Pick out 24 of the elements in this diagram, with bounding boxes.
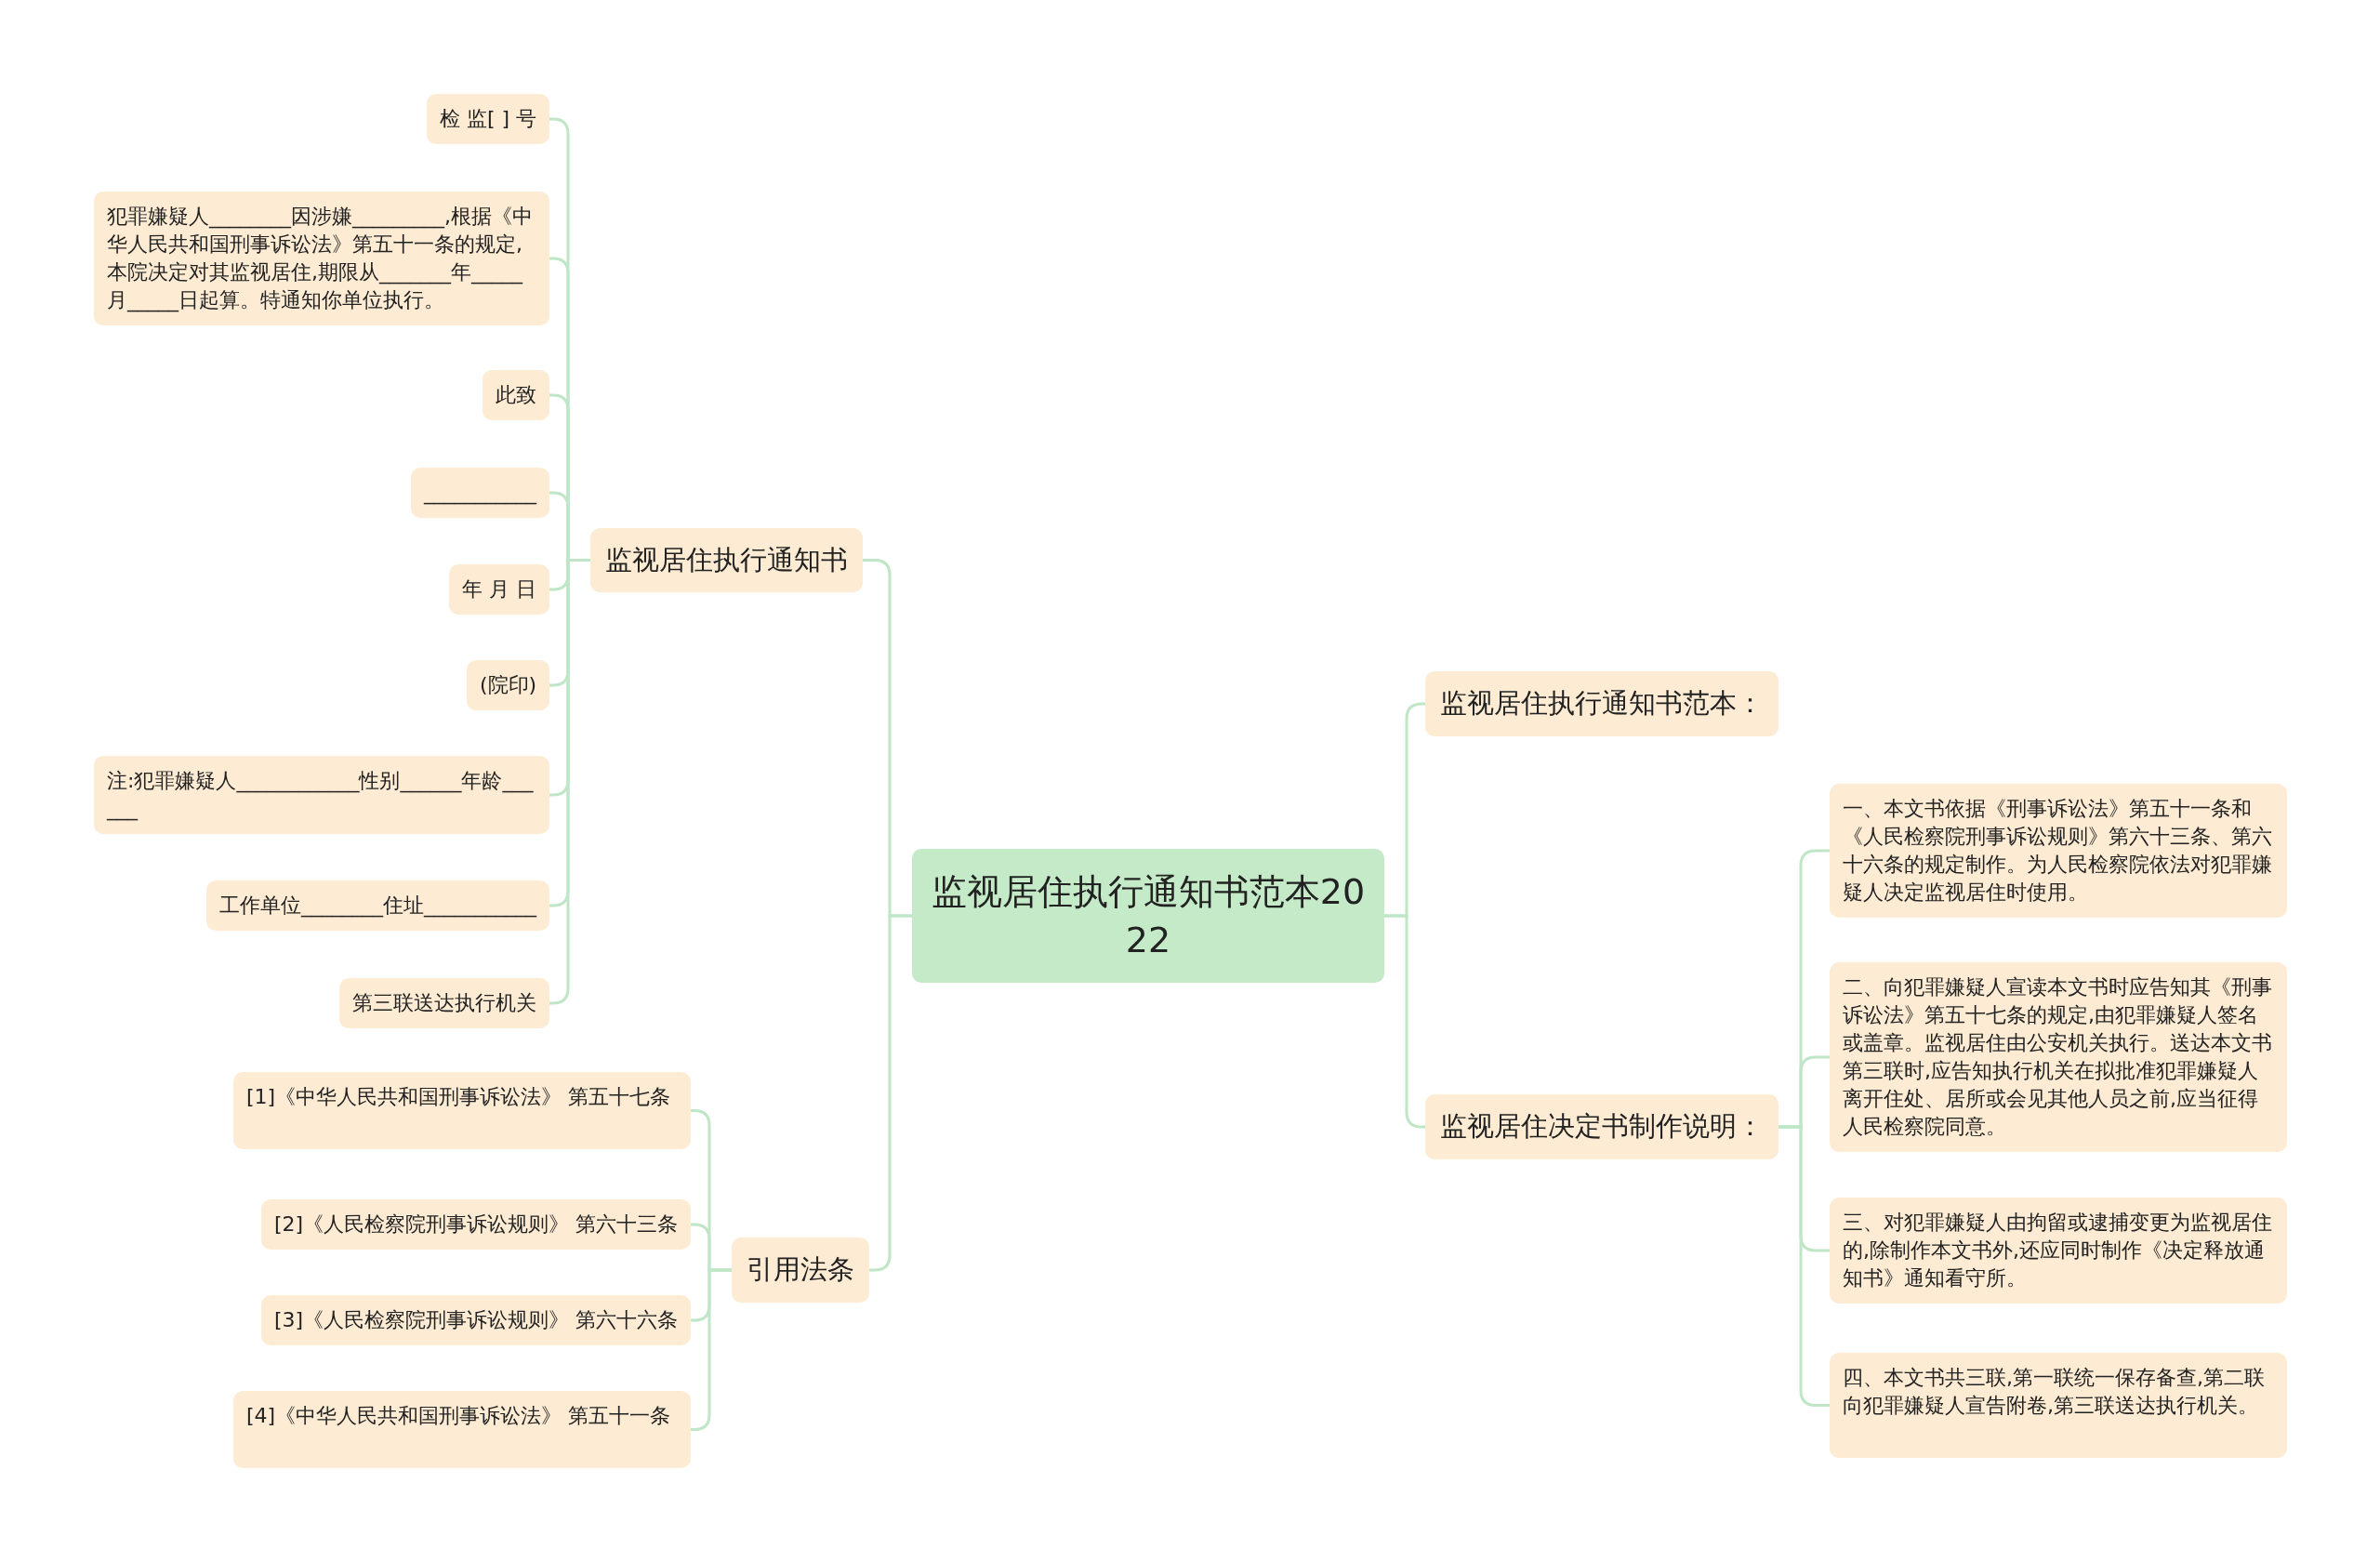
subtopic-box: 一、本文书依据《刑事诉讼法》第五十一条和《人民检察院刑事诉讼规则》第六十三条、第六十六条的规定制作。为人民检察院依法对犯罪嫌疑人决定监视居住时使用。 [1830,784,2287,918]
subtopic-box: (院印) [467,660,550,710]
topic-box: 监视居住决定书制作说明： [1425,1094,1778,1159]
topic-box: 引用法条 [732,1238,869,1303]
subtopic-box: 工作单位________住址___________ [206,880,549,931]
connector-line [549,559,590,1005]
subtopic-box: 注:犯罪嫌疑人____________性别______年龄______ [94,756,549,834]
subtopic-box: [1]《中华人民共和国刑事诉讼法》 第五十七条 [233,1072,691,1149]
subtopic-box: 犯罪嫌疑人________因涉嫌_________,根据《中华人民共和国刑事诉讼法》第五十一条的规定,本院决定对其监视居住,期限从_______年_____月_____日起算。特通知你单位执行。 [94,192,549,325]
subtopic-box: 检 监[ ] 号 [427,94,550,144]
subtopic-box: 此致 [483,370,549,420]
topic-box: 监视居住执行通知书范本： [1425,671,1778,736]
subtopic-box: [4]《中华人民共和国刑事诉讼法》 第五十一条 [233,1391,691,1468]
subtopic-box: 第三联送达执行机关 [339,978,549,1028]
subtopic-box: 年 月 日 [449,564,549,615]
subtopic-box: 三、对犯罪嫌疑人由拘留或逮捕变更为监视居住的,除制作本文书外,还应同时制作《决定释放通知书》通知看守所。 [1830,1198,2287,1304]
subtopic-box: ___________ [411,468,549,518]
subtopic-box: [3]《人民检察院刑事诉讼规则》 第六十六条 [261,1295,692,1345]
topic-box: 监视居住执行通知书 [590,528,863,592]
subtopic-box: [2]《人民检察院刑事诉讼规则》 第六十三条 [261,1199,692,1250]
root-topic-box: 监视居住执行通知书范本2022 [912,849,1384,983]
subtopic-box: 四、本文书共三联,第一联统一保存备查,第二联向犯罪嫌疑人宣告附卷,第三联送达执行机关。 [1830,1353,2287,1458]
subtopic-box: 二、向犯罪嫌疑人宣读本文书时应告知其《刑事诉讼法》第五十七条的规定,由犯罪嫌疑人签名或盖章。监视居住由公安机关执行。送达本文书第三联时,应告知执行机关在拟批准犯罪嫌疑人离开住处、居所或会见其他人员之前,应当征得人民检察院同意。 [1830,962,2287,1152]
connector-line [869,914,912,1272]
